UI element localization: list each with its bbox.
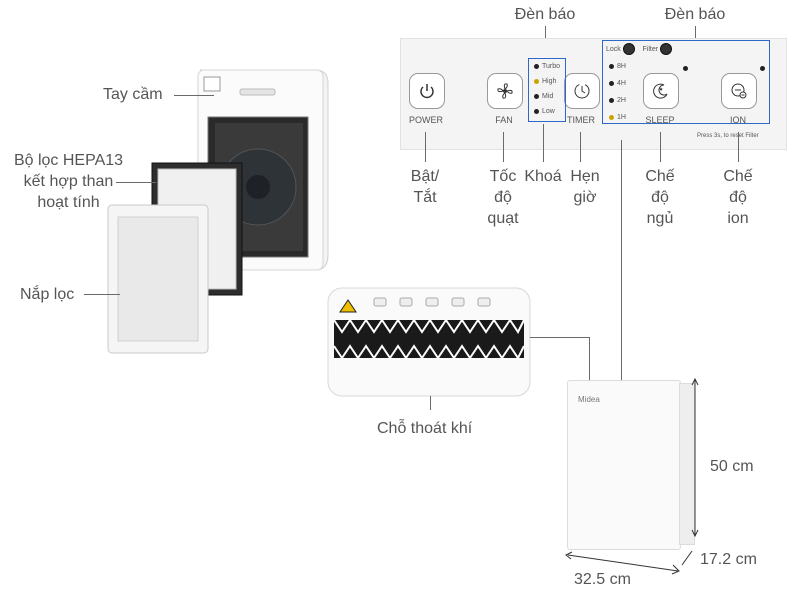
timer-level-1h: 1H xyxy=(609,114,626,131)
moon-icon xyxy=(653,83,668,99)
callout-lock: Khoá xyxy=(524,168,562,185)
callout-sleep: Chế độ ngủ xyxy=(645,168,675,227)
lock-label: Lock xyxy=(606,45,621,53)
ion-button[interactable] xyxy=(721,73,757,109)
top-view-illustration xyxy=(326,286,532,398)
callout-power: Bật/ Tắt xyxy=(410,168,440,206)
brand-logo: Midea xyxy=(578,395,600,404)
callout-timer: Hẹn giờ xyxy=(570,168,600,206)
reset-hint: Press 3s, to reset Filter xyxy=(697,133,759,139)
callout-hepa-filter: Bộ lọc HEPA13 kết hợp than hoạt tính xyxy=(13,152,124,211)
exploded-view xyxy=(100,65,340,365)
fan-level-list: Turbo High Mid Low xyxy=(534,63,560,123)
sleep-button[interactable] xyxy=(643,73,679,109)
lock-button[interactable] xyxy=(622,43,635,55)
fan-level-low: Low xyxy=(534,108,560,123)
air-outlet-grille-illustration xyxy=(327,287,531,397)
sleep-label: SLEEP xyxy=(645,115,675,125)
fan-control[interactable]: FAN xyxy=(487,73,529,125)
sleep-control[interactable]: SLEEP xyxy=(643,73,685,125)
power-button[interactable] xyxy=(409,73,445,109)
leader-air-outlet-top xyxy=(530,337,590,338)
leader-hepa-filter xyxy=(116,182,156,183)
dimension-depth: 17.2 cm xyxy=(700,551,757,568)
filter-button[interactable] xyxy=(660,43,673,55)
dimension-height: 50 cm xyxy=(710,458,754,475)
callout-ion: Chế độ ion xyxy=(723,168,753,227)
indicator-dot xyxy=(760,66,765,71)
fan-level-high: High xyxy=(534,78,560,93)
leader-handle xyxy=(174,95,214,96)
timer-level-8h: 8H xyxy=(609,63,626,80)
timer-level-list: 8H 4H 2H 1H xyxy=(609,63,626,131)
callout-air-outlet: Chỗ thoát khí xyxy=(377,420,473,437)
dimension-lines xyxy=(565,377,699,575)
dimension-width: 32.5 cm xyxy=(574,571,631,588)
highlight-fan-levels xyxy=(528,58,566,122)
callout-fan-speed: Tốc độ quạt xyxy=(487,168,519,227)
leader-lock xyxy=(543,124,544,162)
lock-filter-row: Lock Filter xyxy=(606,43,673,55)
leader-indicator-right xyxy=(695,26,696,40)
leader-fan xyxy=(503,132,504,162)
leader-timer xyxy=(580,132,581,162)
leader-cover xyxy=(84,294,120,295)
timer-icon xyxy=(574,83,590,99)
highlight-timer-indicators xyxy=(602,40,770,124)
fan-level-turbo: Turbo xyxy=(534,63,560,78)
timer-level-4h: 4H xyxy=(609,80,626,97)
timer-button[interactable] xyxy=(564,73,600,109)
leader-air-outlet-right xyxy=(589,337,590,383)
callout-cover: Nắp lọc xyxy=(20,286,75,303)
timer-label: TIMER xyxy=(567,115,595,125)
timer-level-2h: 2H xyxy=(609,97,626,114)
power-label: POWER xyxy=(408,115,443,125)
leader-power xyxy=(425,132,426,162)
timer-control[interactable]: TIMER xyxy=(564,73,606,125)
leader-panel-to-device xyxy=(621,140,622,383)
leader-air-outlet xyxy=(430,396,431,410)
leader-ion xyxy=(738,132,739,162)
fan-icon xyxy=(497,83,513,99)
callout-handle: Tay cầm xyxy=(103,86,163,103)
callout-indicator-right: Đèn báo xyxy=(664,6,726,23)
indicator-dot xyxy=(683,66,688,71)
power-control[interactable]: POWER xyxy=(409,73,451,125)
control-panel: POWER FAN Turbo High Mid Low TIMER Lock xyxy=(400,38,787,150)
filter-label: Filter xyxy=(642,45,659,53)
ion-control[interactable]: ION xyxy=(721,73,763,125)
fan-label: FAN xyxy=(495,115,513,125)
fan-button[interactable] xyxy=(487,73,523,109)
ion-icon xyxy=(731,83,747,99)
fan-level-mid: Mid xyxy=(534,93,560,108)
callout-indicator-left: Đèn báo xyxy=(514,6,576,23)
leader-sleep xyxy=(660,132,661,162)
ion-label: ION xyxy=(729,115,746,125)
exploded-view-illustration xyxy=(107,69,329,354)
power-icon xyxy=(420,84,434,99)
